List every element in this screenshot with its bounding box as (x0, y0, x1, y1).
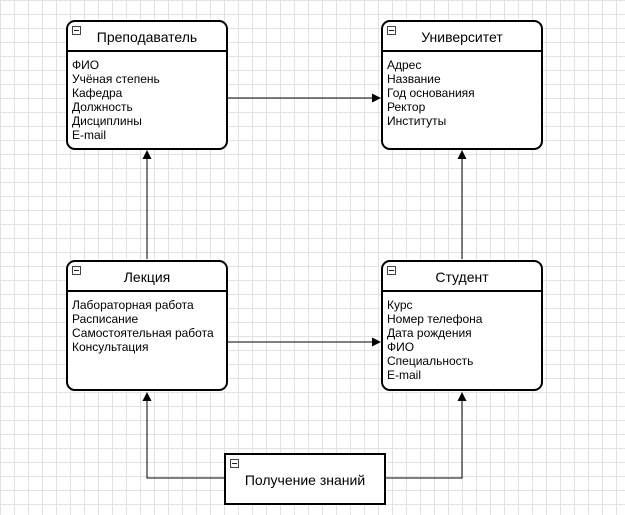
entity-university[interactable]: Университет Адрес Название Год основания… (381, 20, 543, 150)
entity-university-header: Университет (383, 22, 541, 52)
attribute-item: Название (387, 72, 441, 86)
attribute-item: Курс (387, 298, 413, 312)
entity-lecture[interactable]: Лекция Лабораторная работа Расписание Са… (66, 260, 228, 391)
entity-teacher-header: Преподаватель (68, 22, 226, 52)
entity-teacher-attributes: ФИО Учёная степень Кафедра Должность Дис… (68, 52, 226, 142)
attribute-item: ФИО (387, 340, 415, 354)
entity-student-header: Студент (383, 262, 541, 292)
entity-university-attributes: Адрес Название Год основанияя Ректор Инс… (383, 52, 541, 128)
attribute-item: Номер телефона (387, 312, 483, 326)
attribute-item: Должность (72, 100, 133, 114)
process-box[interactable]: Получение знаний (224, 453, 386, 505)
attribute-item: Дисциплины (72, 114, 142, 128)
entity-lecture-title: Лекция (123, 269, 171, 285)
collapse-icon[interactable] (72, 26, 81, 35)
collapse-icon[interactable] (387, 266, 396, 275)
attribute-item: Самостоятельная работа (72, 326, 214, 340)
entity-teacher-title: Преподаватель (96, 29, 198, 45)
entity-student[interactable]: Студент Курс Номер телефона Дата рождени… (381, 260, 543, 391)
attribute-item: Ректор (387, 100, 426, 114)
entity-lecture-header: Лекция (68, 262, 226, 292)
edge-process-lecture (142, 392, 224, 479)
attribute-item: Специальность (387, 354, 474, 368)
process-label: Получение знаний (244, 472, 366, 488)
attribute-item: E-mail (72, 128, 107, 142)
attribute-item: Учёная степень (72, 72, 160, 86)
entity-teacher[interactable]: Преподаватель ФИО Учёная степень Кафедра… (66, 20, 228, 150)
attribute-item: ФИО (72, 58, 100, 72)
attribute-item: Год основанияя (387, 86, 475, 100)
collapse-icon[interactable] (230, 459, 239, 468)
collapse-icon[interactable] (387, 26, 396, 35)
attribute-item: Кафедра (72, 86, 123, 100)
entity-university-title: Университет (421, 29, 503, 45)
collapse-icon[interactable] (72, 266, 81, 275)
attribute-item: Институты (387, 114, 447, 128)
attribute-item: Лабораторная работа (72, 298, 194, 312)
entity-lecture-attributes: Лабораторная работа Расписание Самостоят… (68, 292, 226, 354)
attribute-item: E-mail (387, 368, 422, 382)
entity-student-attributes: Курс Номер телефона Дата рождения ФИО Сп… (383, 292, 541, 382)
attribute-item: Консультация (72, 340, 149, 354)
attribute-item: Адрес (387, 58, 422, 72)
attribute-item: Дата рождения (387, 326, 472, 340)
entity-student-title: Студент (435, 269, 489, 285)
attribute-item: Расписание (72, 312, 139, 326)
edge-process-student (386, 392, 467, 479)
